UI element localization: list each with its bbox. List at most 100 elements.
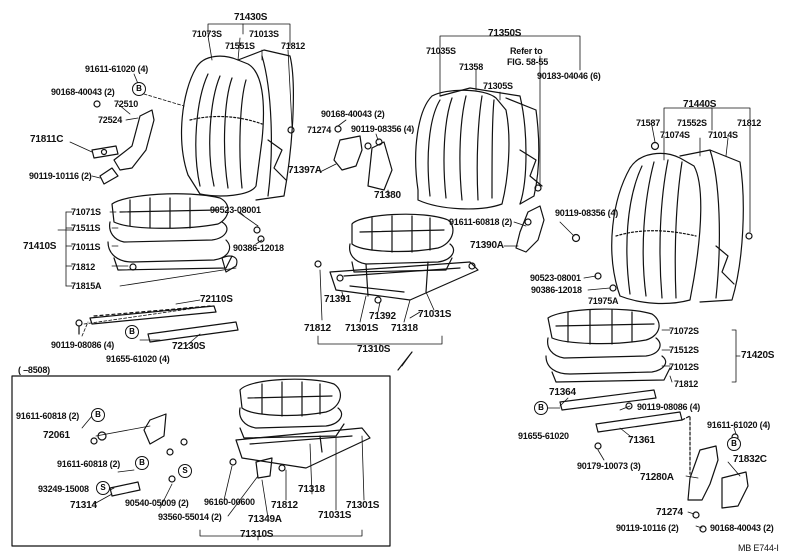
label-71071S: 71071S <box>71 207 101 217</box>
label-71350S: 71350S <box>488 28 522 39</box>
right-seatback <box>611 141 753 305</box>
label-71552S: 71552S <box>677 118 707 128</box>
label-71314: 71314 <box>70 500 97 511</box>
label-71587: 71587 <box>636 118 661 128</box>
label-96160-00600: 96160-00600 <box>204 497 255 507</box>
middle-recliner <box>333 125 393 191</box>
label-71811C: 71811C <box>30 134 64 145</box>
label-90523-08001-back: 90523-08001 <box>530 273 581 283</box>
label-71511S: 71511S <box>71 223 101 233</box>
label-71812-right-top: 71812 <box>737 118 762 128</box>
label-71975A: 71975A <box>588 296 619 306</box>
back-leaders <box>397 35 611 371</box>
middle-seatback <box>415 87 543 210</box>
left-bolts <box>75 86 295 335</box>
label-90183-04046: 90183-04046 (6) <box>537 71 601 81</box>
middle-frame <box>314 260 479 304</box>
label-71390A: 71390A <box>470 240 504 251</box>
label-71012S: 71012S <box>669 362 699 372</box>
marker-b-inset-top: B <box>91 408 105 422</box>
inset-frame <box>11 375 391 547</box>
label-71364: 71364 <box>549 387 576 398</box>
label-71031S-inset: 71031S <box>318 510 352 521</box>
left-seat-cushion <box>107 193 238 273</box>
marker-s-inset-left: S <box>96 481 110 495</box>
label-71301S-mid: 71301S <box>345 323 379 334</box>
label-71280A: 71280A <box>640 472 674 483</box>
diagram-id: MB E744-I <box>738 543 779 553</box>
marker-b-left-top: B <box>132 82 146 96</box>
left-seat-rails <box>89 305 239 343</box>
label-71420S: 71420S <box>741 350 775 361</box>
refer-to-line1: Refer to <box>510 46 543 56</box>
label-71812-mid: 71812 <box>304 323 331 334</box>
label-71310S-inset: 71310S <box>240 529 274 540</box>
label-91611-60818-inset-a: 91611-60818 (2) <box>16 411 80 421</box>
label-90119-08086-left: 90119-08086 (4) <box>51 340 115 350</box>
label-71812-right-bottom: 71812 <box>674 379 699 389</box>
label-90119-10116-left: 90119-10116 (2) <box>29 171 92 181</box>
label-71551S: 71551S <box>225 41 255 51</box>
label-71274-mid: 71274 <box>307 125 332 135</box>
left-seatback <box>180 49 294 201</box>
label-71310S-mid: 71310S <box>357 344 391 355</box>
label-90119-08086-right: 90119-08086 (4) <box>637 402 701 412</box>
middle-cushion <box>349 213 455 273</box>
label-71440S: 71440S <box>683 99 717 110</box>
left-recliner-bracket <box>91 109 155 185</box>
right-rails <box>559 389 691 475</box>
label-91611-60818-back: 91611-60818 (2) <box>449 217 513 227</box>
marker-b-right-bracket: B <box>727 437 741 451</box>
label-71014S: 71014S <box>708 130 738 140</box>
label-91655-61020-left: 91655-61020 (4) <box>106 354 170 364</box>
label-71410S: 71410S <box>23 241 57 252</box>
label-71832C: 71832C <box>733 454 767 465</box>
label-71512S: 71512S <box>669 345 699 355</box>
label-91655-61020-right: 91655-61020 <box>518 431 569 441</box>
label-71074S: 71074S <box>660 130 690 140</box>
marker-b-inset-mid: B <box>135 456 149 470</box>
refer-to-line2: FIG. 58-55 <box>507 57 549 67</box>
label-90386-12018-mid: 90386-12018 <box>233 243 284 253</box>
left-leader-lines <box>57 23 293 347</box>
marker-s-inset-mid: S <box>178 464 192 478</box>
label-90179-10073: 90179-10073 (3) <box>577 461 641 471</box>
label-93560-55014: 93560-55014 (2) <box>158 512 222 522</box>
middle-back-bracket <box>515 184 617 292</box>
label-71380: 71380 <box>374 190 401 201</box>
label-71073S: 71073S <box>192 29 222 39</box>
marker-b-left-bottom: B <box>125 325 139 339</box>
label-71318-mid: 71318 <box>391 323 418 334</box>
label-71392: 71392 <box>369 311 396 322</box>
label-71812-left-top: 71812 <box>281 41 306 51</box>
label-71011S: 71011S <box>71 242 101 252</box>
label-90168-40043-mid: 90168-40043 (2) <box>321 109 385 119</box>
label-71072S: 71072S <box>669 326 699 336</box>
label-90119-10116-right: 90119-10116 (2) <box>616 523 679 533</box>
label-91611-61020-right: 91611-61020 (4) <box>707 420 771 430</box>
label-71035S: 71035S <box>426 46 456 56</box>
label-93249-15008: 93249-15008 <box>38 484 89 494</box>
label-71397A: 71397A <box>288 165 322 176</box>
label-71031S-mid: 71031S <box>418 309 452 320</box>
middle-leaders <box>239 119 443 349</box>
label-71358: 71358 <box>459 62 484 72</box>
label-90119-08356-mid: 90119-08356 (4) <box>351 124 415 134</box>
label-72061: 72061 <box>43 430 70 441</box>
marker-b-right-bottom: B <box>534 401 548 415</box>
label-72510: 72510 <box>114 99 139 109</box>
inset-leaders <box>81 415 365 541</box>
label-71391: 71391 <box>324 294 351 305</box>
label-72130S: 72130S <box>172 341 206 352</box>
label-71305S: 71305S <box>483 81 513 91</box>
label-72524: 72524 <box>98 115 123 125</box>
label-90168-40043-left: 90168-40043 (2) <box>51 87 115 97</box>
inset-cushion <box>239 378 345 439</box>
label-71301S-inset: 71301S <box>346 500 380 511</box>
inset-frame-rails <box>90 413 371 497</box>
label-71013S: 71013S <box>249 29 279 39</box>
label-71815A: 71815A <box>71 281 102 291</box>
label-90523-08001-mid: 90523-08001 <box>210 205 261 215</box>
label-90386-12018-back: 90386-12018 <box>531 285 582 295</box>
